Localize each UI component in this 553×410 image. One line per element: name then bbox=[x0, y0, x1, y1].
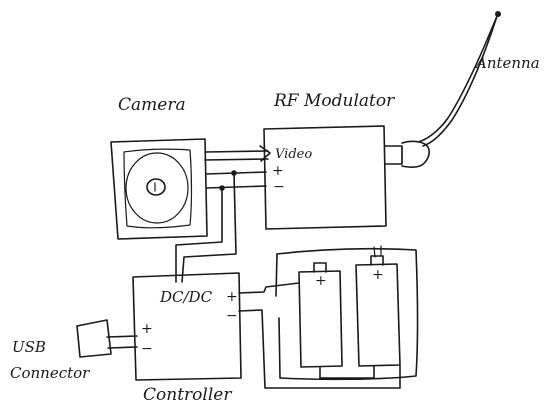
dcdc-minus-label: − bbox=[226, 308, 238, 324]
battery-2 bbox=[355, 245, 401, 367]
usb-label-line2: Connector bbox=[10, 364, 90, 382]
rf-modulator-label: RF Modulator bbox=[273, 91, 395, 111]
video-signal-wires bbox=[204, 145, 271, 162]
power-supply-wires bbox=[175, 170, 267, 283]
rf-modulator bbox=[263, 125, 430, 230]
camera bbox=[110, 138, 208, 240]
controller-label: Controller bbox=[143, 385, 232, 405]
dcdc-label: DC/DC bbox=[159, 288, 213, 306]
controller-minus-label: − bbox=[141, 341, 153, 357]
battery-1 bbox=[298, 262, 343, 368]
controller bbox=[132, 272, 242, 381]
video-input-label: Video bbox=[275, 147, 312, 162]
controller-plus-label: + bbox=[141, 321, 153, 337]
antenna-label: Antenna bbox=[474, 54, 540, 72]
camera-label: Camera bbox=[118, 95, 186, 115]
battery-2-plus-label: + bbox=[372, 267, 384, 283]
antenna bbox=[417, 11, 501, 147]
battery-pack bbox=[275, 248, 419, 381]
dcdc-plus-label: + bbox=[226, 289, 238, 305]
rf-minus-label: − bbox=[273, 179, 285, 195]
rf-plus-label: + bbox=[272, 163, 284, 179]
battery-1-plus-label: + bbox=[315, 273, 327, 289]
battery-wires bbox=[238, 282, 401, 389]
usb-connector bbox=[76, 319, 138, 358]
usb-label-line1: USB bbox=[12, 338, 46, 356]
